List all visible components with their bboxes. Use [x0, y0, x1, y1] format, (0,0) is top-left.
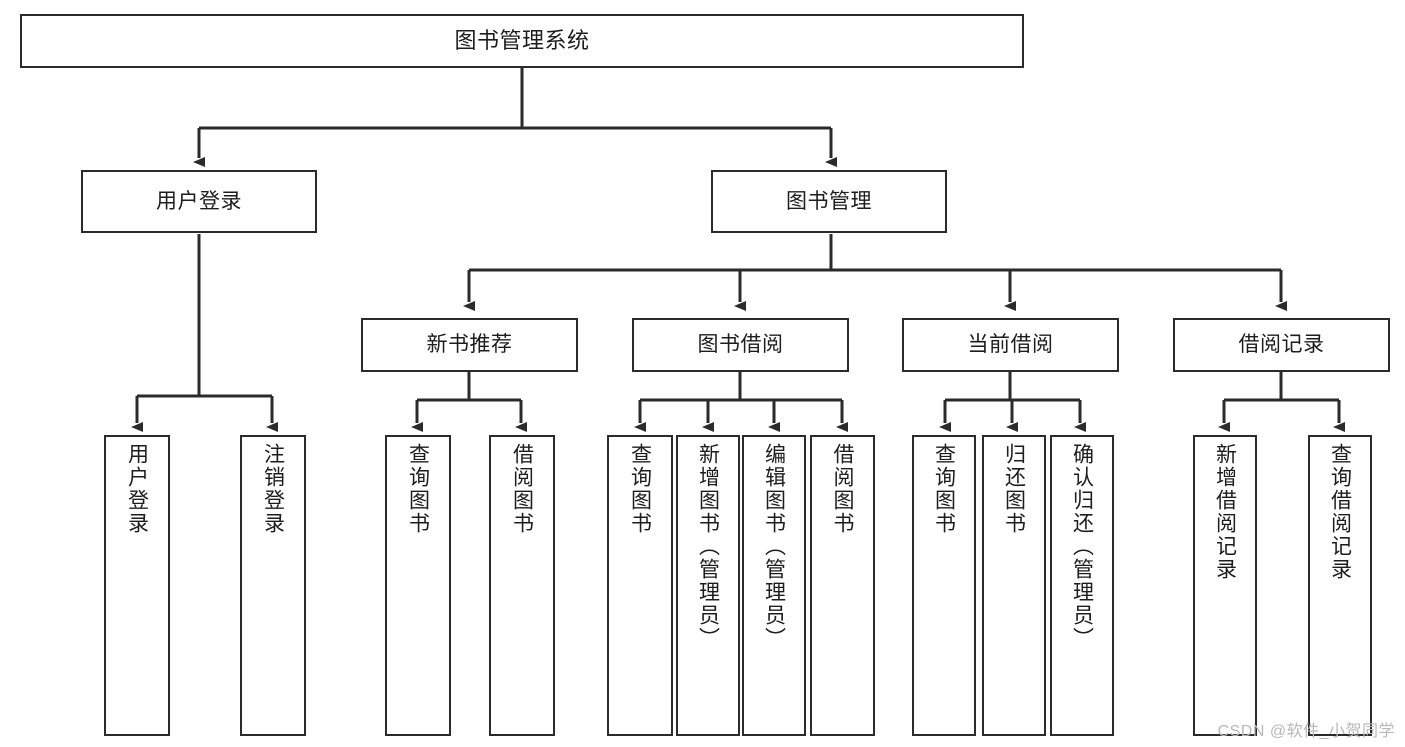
- node-book-management[interactable]: 图书管理: [711, 170, 947, 233]
- leaf-new-book-borrow[interactable]: 借阅图书: [489, 435, 555, 736]
- node-book-management-label: 图书管理: [786, 189, 872, 213]
- node-book-borrow-label: 图书借阅: [697, 333, 784, 357]
- leaf-current-borrow-confirm[interactable]: 确认归还（管理员）: [1050, 435, 1114, 736]
- leaf-book-borrow-query[interactable]: 查询图书: [607, 435, 673, 736]
- node-user-login[interactable]: 用户登录: [81, 170, 317, 233]
- leaf-borrow-record-add-label: 新增借阅记录: [1213, 443, 1237, 581]
- leaf-current-borrow-query-label: 查询图书: [932, 443, 956, 535]
- leaf-book-borrow-borrow[interactable]: 借阅图书: [810, 435, 875, 736]
- leaf-user-login-login-label: 用户登录: [125, 443, 149, 535]
- leaf-new-book-query[interactable]: 查询图书: [385, 435, 451, 736]
- leaf-book-borrow-edit[interactable]: 编辑图书（管理员）: [742, 435, 806, 736]
- leaf-borrow-record-query-label: 查询借阅记录: [1328, 443, 1352, 581]
- leaf-current-borrow-return-label: 归还图书: [1002, 443, 1026, 535]
- leaf-book-borrow-query-label: 查询图书: [628, 443, 652, 535]
- node-root-system[interactable]: 图书管理系统: [20, 14, 1024, 68]
- leaf-current-borrow-confirm-label: 确认归还（管理员）: [1070, 443, 1094, 650]
- node-root-system-label: 图书管理系统: [454, 27, 590, 53]
- leaf-book-borrow-edit-label: 编辑图书（管理员）: [762, 443, 786, 650]
- node-borrow-record[interactable]: 借阅记录: [1173, 318, 1390, 372]
- node-new-book-recommend[interactable]: 新书推荐: [361, 318, 578, 372]
- node-user-login-label: 用户登录: [156, 189, 242, 213]
- csdn-watermark: CSDN @软件_小贺同学: [1217, 723, 1395, 740]
- leaf-user-login-logout-label: 注销登录: [261, 443, 285, 535]
- leaf-book-borrow-borrow-label: 借阅图书: [831, 443, 854, 535]
- leaf-borrow-record-query[interactable]: 查询借阅记录: [1308, 435, 1372, 736]
- node-borrow-record-label: 借阅记录: [1238, 333, 1325, 357]
- node-new-book-recommend-label: 新书推荐: [426, 333, 513, 357]
- leaf-new-book-borrow-label: 借阅图书: [510, 443, 534, 535]
- leaf-book-borrow-add-label: 新增图书（管理员）: [696, 443, 720, 650]
- node-current-borrow-label: 当前借阅: [967, 333, 1054, 357]
- leaf-new-book-query-label: 查询图书: [406, 443, 430, 535]
- leaf-user-login-logout[interactable]: 注销登录: [240, 435, 306, 736]
- node-book-borrow[interactable]: 图书借阅: [632, 318, 849, 372]
- leaf-user-login-login[interactable]: 用户登录: [104, 435, 170, 736]
- leaf-current-borrow-query[interactable]: 查询图书: [912, 435, 976, 736]
- leaf-borrow-record-add[interactable]: 新增借阅记录: [1193, 435, 1257, 736]
- leaf-book-borrow-add[interactable]: 新增图书（管理员）: [676, 435, 740, 736]
- node-current-borrow[interactable]: 当前借阅: [902, 318, 1119, 372]
- leaf-current-borrow-return[interactable]: 归还图书: [982, 435, 1046, 736]
